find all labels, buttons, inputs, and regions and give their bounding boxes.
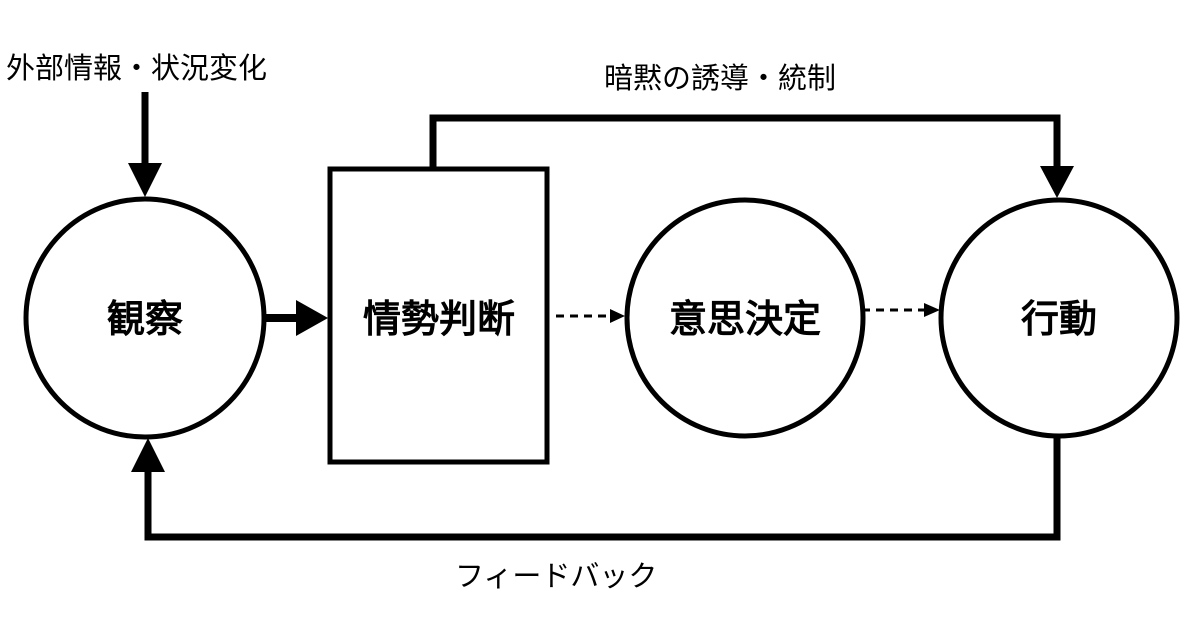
node-orient: 情勢判断 (327, 166, 550, 465)
node-act-label: 行動 (1021, 297, 1097, 341)
external-input-arrow (128, 92, 162, 197)
node-act: 行動 (938, 197, 1180, 439)
node-decide-label: 意思決定 (669, 297, 821, 341)
observe-to-orient-arrow (266, 300, 328, 336)
implicit-guidance-label: 暗黙の誘導・統制 (604, 61, 836, 95)
implicit-guidance-arrow (429, 114, 1074, 198)
feedback-label: フィードバック (455, 559, 657, 593)
feedback-arrow (131, 437, 1061, 541)
node-decide: 意思決定 (624, 197, 866, 439)
node-orient-label: 情勢判断 (363, 297, 515, 341)
orient-to-decide-arrow (556, 309, 625, 323)
external-input-label: 外部情報・状況変化 (6, 51, 267, 85)
node-observe-label: 観察 (107, 297, 183, 341)
decide-to-act-arrow (862, 303, 940, 317)
node-observe: 観察 (23, 196, 267, 440)
